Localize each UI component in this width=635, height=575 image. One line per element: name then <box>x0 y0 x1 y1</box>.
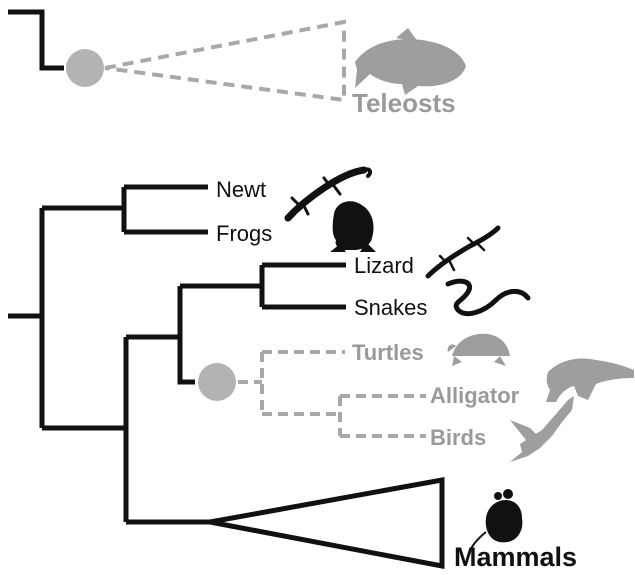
fish-icon <box>355 28 466 95</box>
teleost-branch <box>8 12 64 68</box>
alligator-icon <box>546 359 634 403</box>
teleost-node-marker <box>66 49 104 87</box>
mammals-clade-triangle <box>210 480 442 566</box>
frog-icon <box>330 201 376 252</box>
teleosts-label: Teleosts <box>352 88 456 118</box>
archelosauria-node-marker <box>198 363 236 401</box>
snake-icon <box>448 281 528 313</box>
turtle-icon <box>448 334 510 366</box>
lizard-icon <box>428 228 498 276</box>
alligator-label: Alligator <box>430 383 520 408</box>
frogs-label: Frogs <box>216 221 272 246</box>
snakes-label: Snakes <box>354 295 427 320</box>
teleost-clade-dashed <box>105 22 344 100</box>
turtles-label: Turtles <box>352 340 424 365</box>
bird-icon <box>510 396 574 462</box>
newt-label: Newt <box>216 177 266 202</box>
lizard-label: Lizard <box>354 253 414 278</box>
birds-label: Birds <box>430 425 486 450</box>
tree-branches <box>8 187 346 522</box>
